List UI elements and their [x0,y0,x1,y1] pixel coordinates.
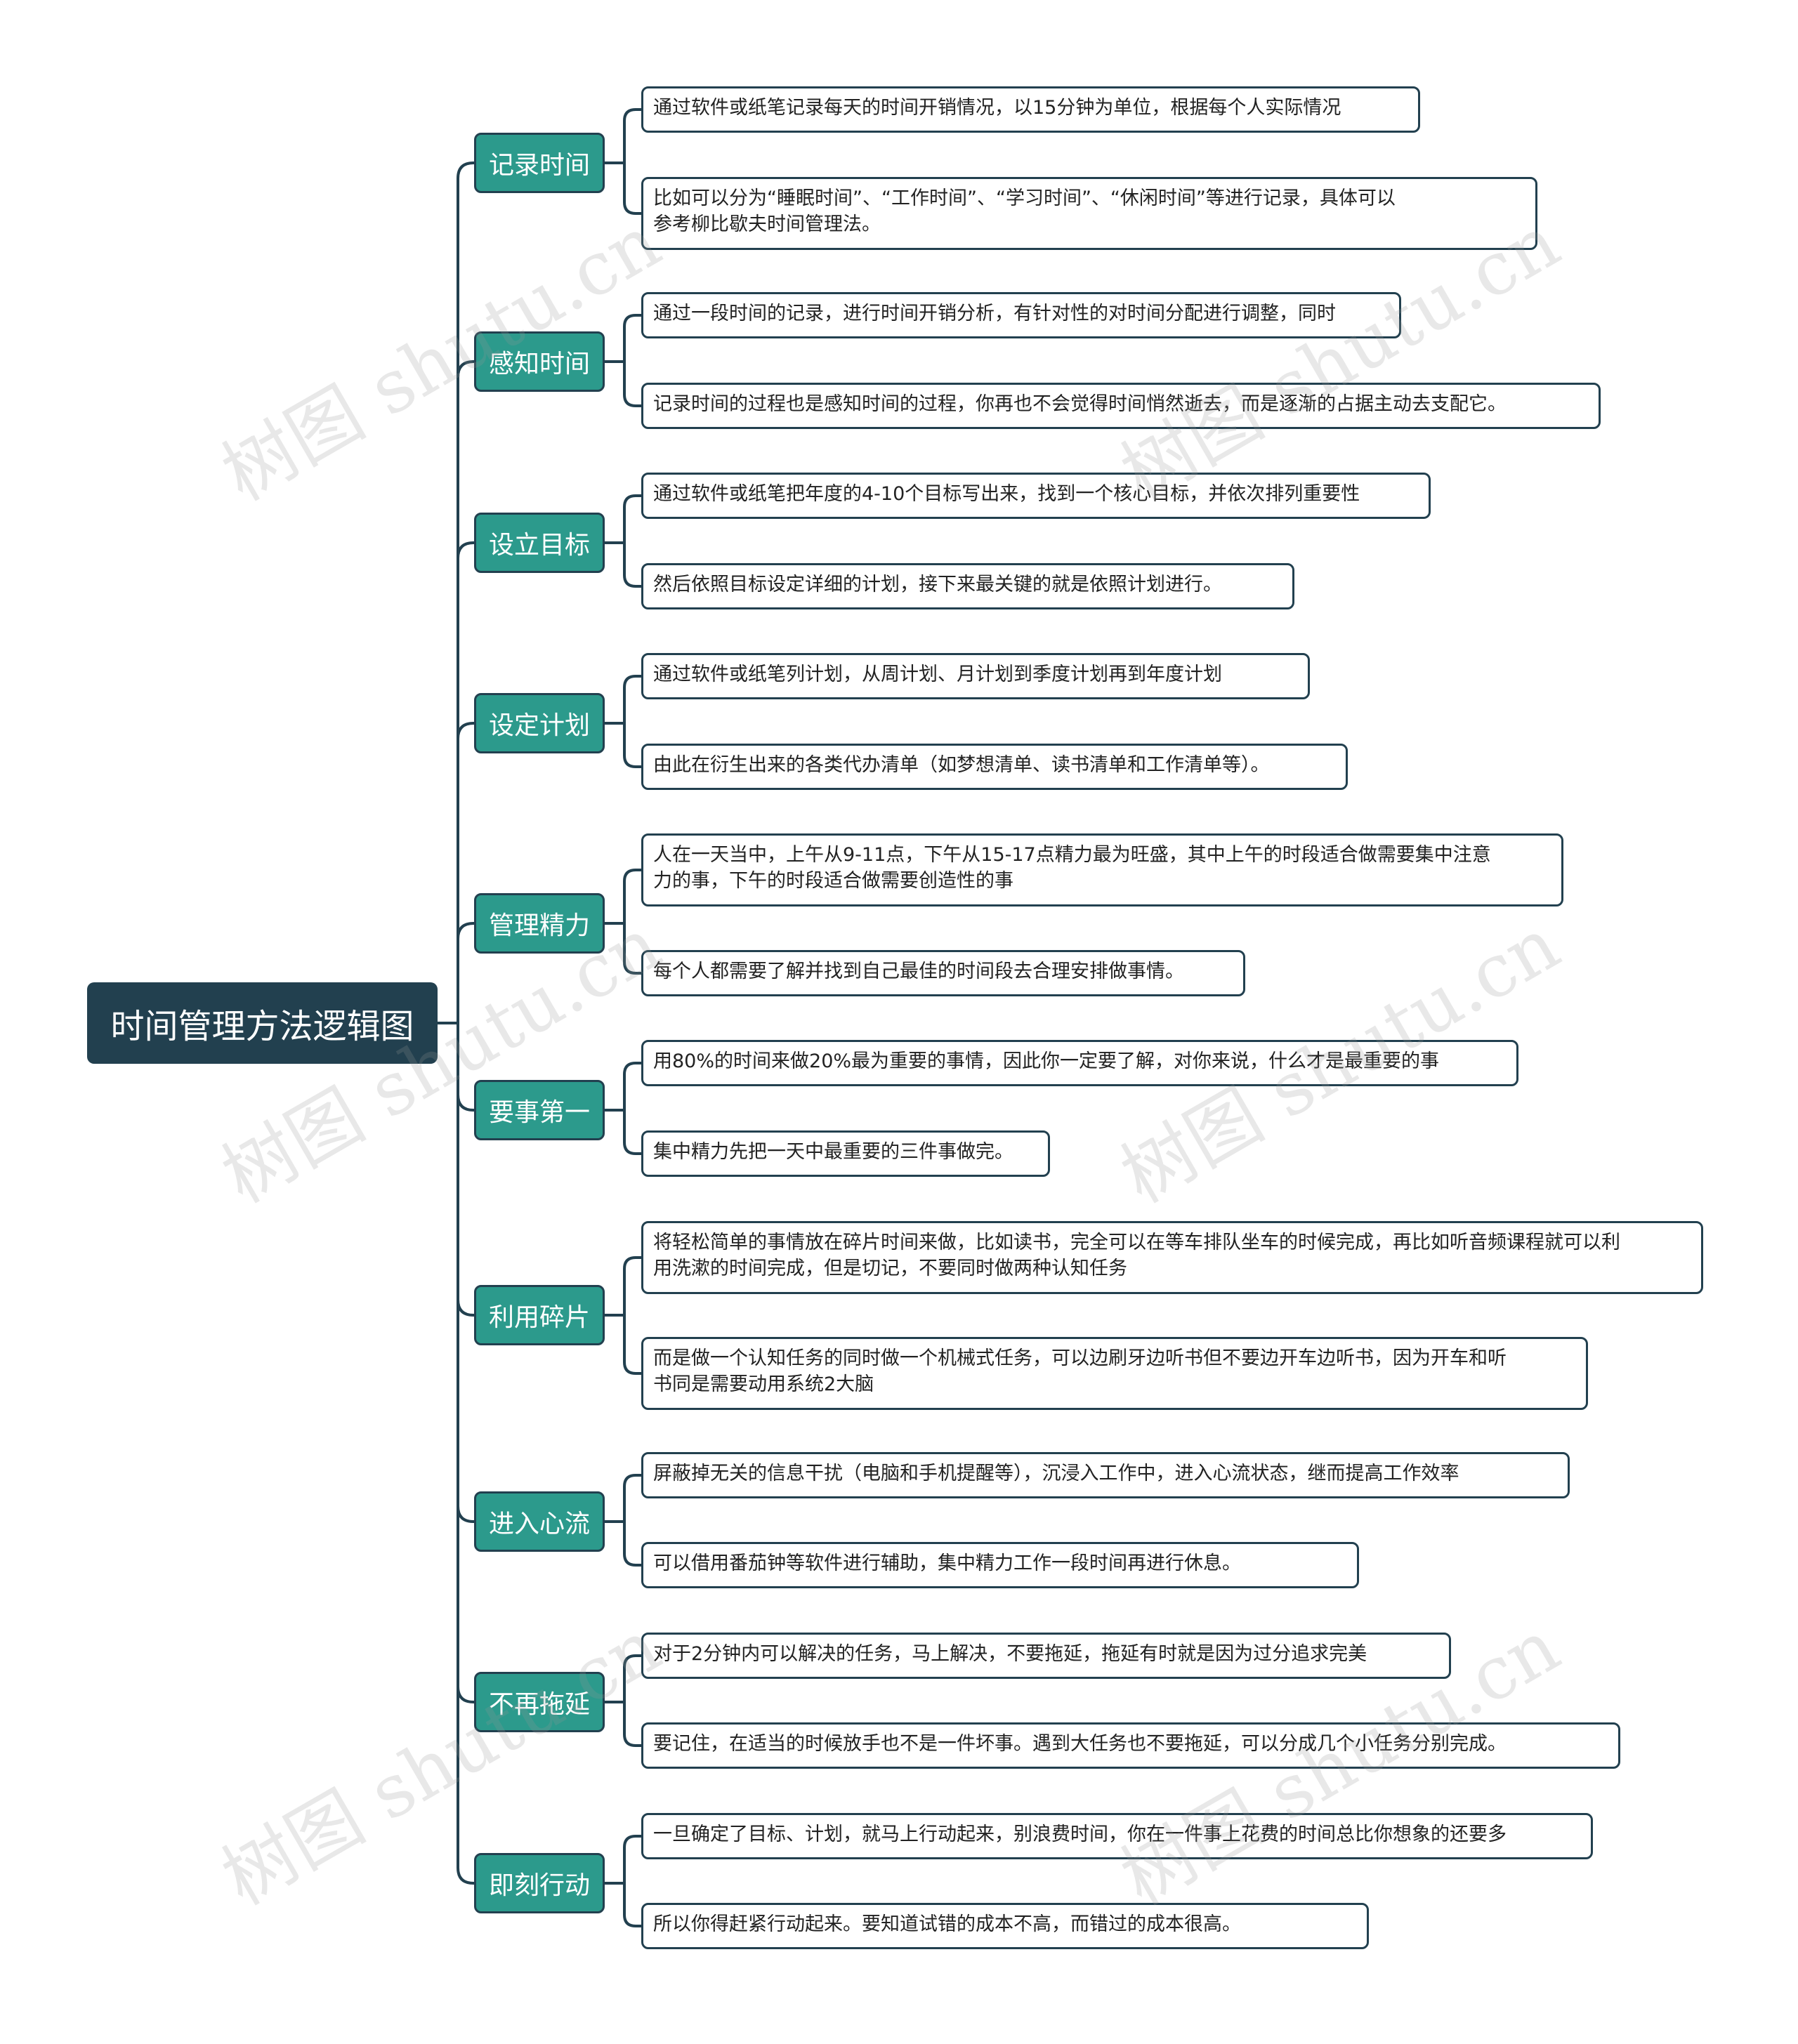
branch-connector [457,541,474,1023]
leaf-connector [623,543,641,588]
leaf-set-plan-1[interactable]: 通过软件或纸笔列计划，从周计划、月计划到季度计划再到年度计划 [641,653,1310,699]
leaf-connector [623,362,641,407]
leaf-use-fragments-1[interactable]: 将轻松简单的事情放在碎片时间来做，比如读书，完全可以在等车排队坐车的时候完成，再… [641,1221,1703,1294]
leaf-perceive-time-1[interactable]: 通过一段时间的记录，进行时间开销分析，有针对性的对时间分配进行调整，同时 [641,292,1401,338]
branch-connector [457,1023,474,1885]
leaf-first-things-2[interactable]: 集中精力先把一天中最重要的三件事做完。 [641,1130,1050,1177]
leaf-no-procrastination-1[interactable]: 对于2分钟内可以解决的任务，马上解决，不要拖延，拖延有时就是因为过分追求完美 [641,1633,1451,1679]
leaf-connector [623,1315,641,1375]
branch-perceive-time[interactable]: 感知时间 [474,331,605,392]
leaf-connector [623,314,641,362]
branch-enter-flow[interactable]: 进入心流 [474,1491,605,1552]
leaf-connector [623,1474,641,1522]
leaf-manage-energy-2[interactable]: 每个人都需要了解并找到自己最佳的时间段去合理安排做事情。 [641,950,1245,996]
leaf-record-time-2[interactable]: 比如可以分为“睡眠时间”、“工作时间”、“学习时间”、“休闲时间”等进行记录，具… [641,177,1537,250]
leaf-set-goals-1[interactable]: 通过软件或纸笔把年度的4-10个目标写出来，找到一个核心目标，并依次排列重要性 [641,473,1431,519]
leaf-enter-flow-1[interactable]: 屏蔽掉无关的信息干扰（电脑和手机提醒等），沉浸入工作中，进入心流状态，继而提高工… [641,1452,1570,1498]
leaf-connector [623,1256,641,1315]
leaf-connector [623,1654,641,1702]
branch-set-plan[interactable]: 设定计划 [474,693,605,753]
branch-manage-energy[interactable]: 管理精力 [474,893,605,954]
leaf-connector [623,1522,641,1567]
leaf-connector [623,869,641,923]
leaf-first-things-1[interactable]: 用80%的时间来做20%最为重要的事情，因此你一定要了解，对你来说，什么才是最重… [641,1040,1518,1086]
leaf-connector [623,923,641,975]
branch-connector [457,1023,474,1703]
branch-connector [457,722,474,1023]
branch-connector [457,360,474,1023]
leaf-connector [623,1883,641,1927]
root-node[interactable]: 时间管理方法逻辑图 [87,982,438,1064]
branch-connector [457,1023,474,1317]
leaf-manage-energy-1[interactable]: 人在一天当中，上午从9-11点，下午从15-17点精力最为旺盛，其中上午的时段适… [641,833,1563,906]
leaf-connector [623,1110,641,1155]
leaf-set-plan-2[interactable]: 由此在衍生出来的各类代办清单（如梦想清单、读书清单和工作清单等）。 [641,744,1348,790]
leaf-connector [623,494,641,543]
branch-act-now[interactable]: 即刻行动 [474,1853,605,1913]
leaf-perceive-time-2[interactable]: 记录时间的过程也是感知时间的过程，你再也不会觉得时间悄然逝去，而是逐渐的占据主动… [641,383,1601,429]
leaf-connector [623,108,641,163]
leaf-no-procrastination-2[interactable]: 要记住，在适当的时候放手也不是一件坏事。遇到大任务也不要拖延，可以分成几个小任务… [641,1722,1620,1769]
branch-no-procrastination[interactable]: 不再拖延 [474,1672,605,1732]
leaf-enter-flow-2[interactable]: 可以借用番茄钟等软件进行辅助，集中精力工作一段时间再进行休息。 [641,1542,1359,1588]
leaf-set-goals-2[interactable]: 然后依照目标设定详细的计划，接下来最关键的就是依照计划进行。 [641,563,1294,609]
leaf-act-now-2[interactable]: 所以你得赶紧行动起来。要知道试错的成本不高，而错过的成本很高。 [641,1903,1369,1949]
branch-connector [457,1023,474,1523]
leaf-connector [623,675,641,723]
branch-record-time[interactable]: 记录时间 [474,133,605,193]
branch-connector [457,1023,474,1112]
leaf-use-fragments-2[interactable]: 而是做一个认知任务的同时做一个机械式任务，可以边刷牙边听书但不要边开车边听书，因… [641,1337,1588,1410]
leaf-connector [623,163,641,215]
leaf-connector [623,723,641,768]
branch-connector [457,161,474,1023]
leaf-connector [623,1062,641,1110]
branch-set-goals[interactable]: 设立目标 [474,513,605,573]
branch-connector [457,922,474,1023]
branch-first-things-first[interactable]: 要事第一 [474,1080,605,1140]
leaf-record-time-1[interactable]: 通过软件或纸笔记录每天的时间开销情况，以15分钟为单位，根据每个人实际情况 [641,86,1420,133]
leaf-act-now-1[interactable]: 一旦确定了目标、计划，就马上行动起来，别浪费时间，你在一件事上花费的时间总比你想… [641,1813,1593,1859]
leaf-connector [623,1835,641,1883]
leaf-connector [623,1702,641,1747]
branch-use-fragments[interactable]: 利用碎片 [474,1285,605,1345]
